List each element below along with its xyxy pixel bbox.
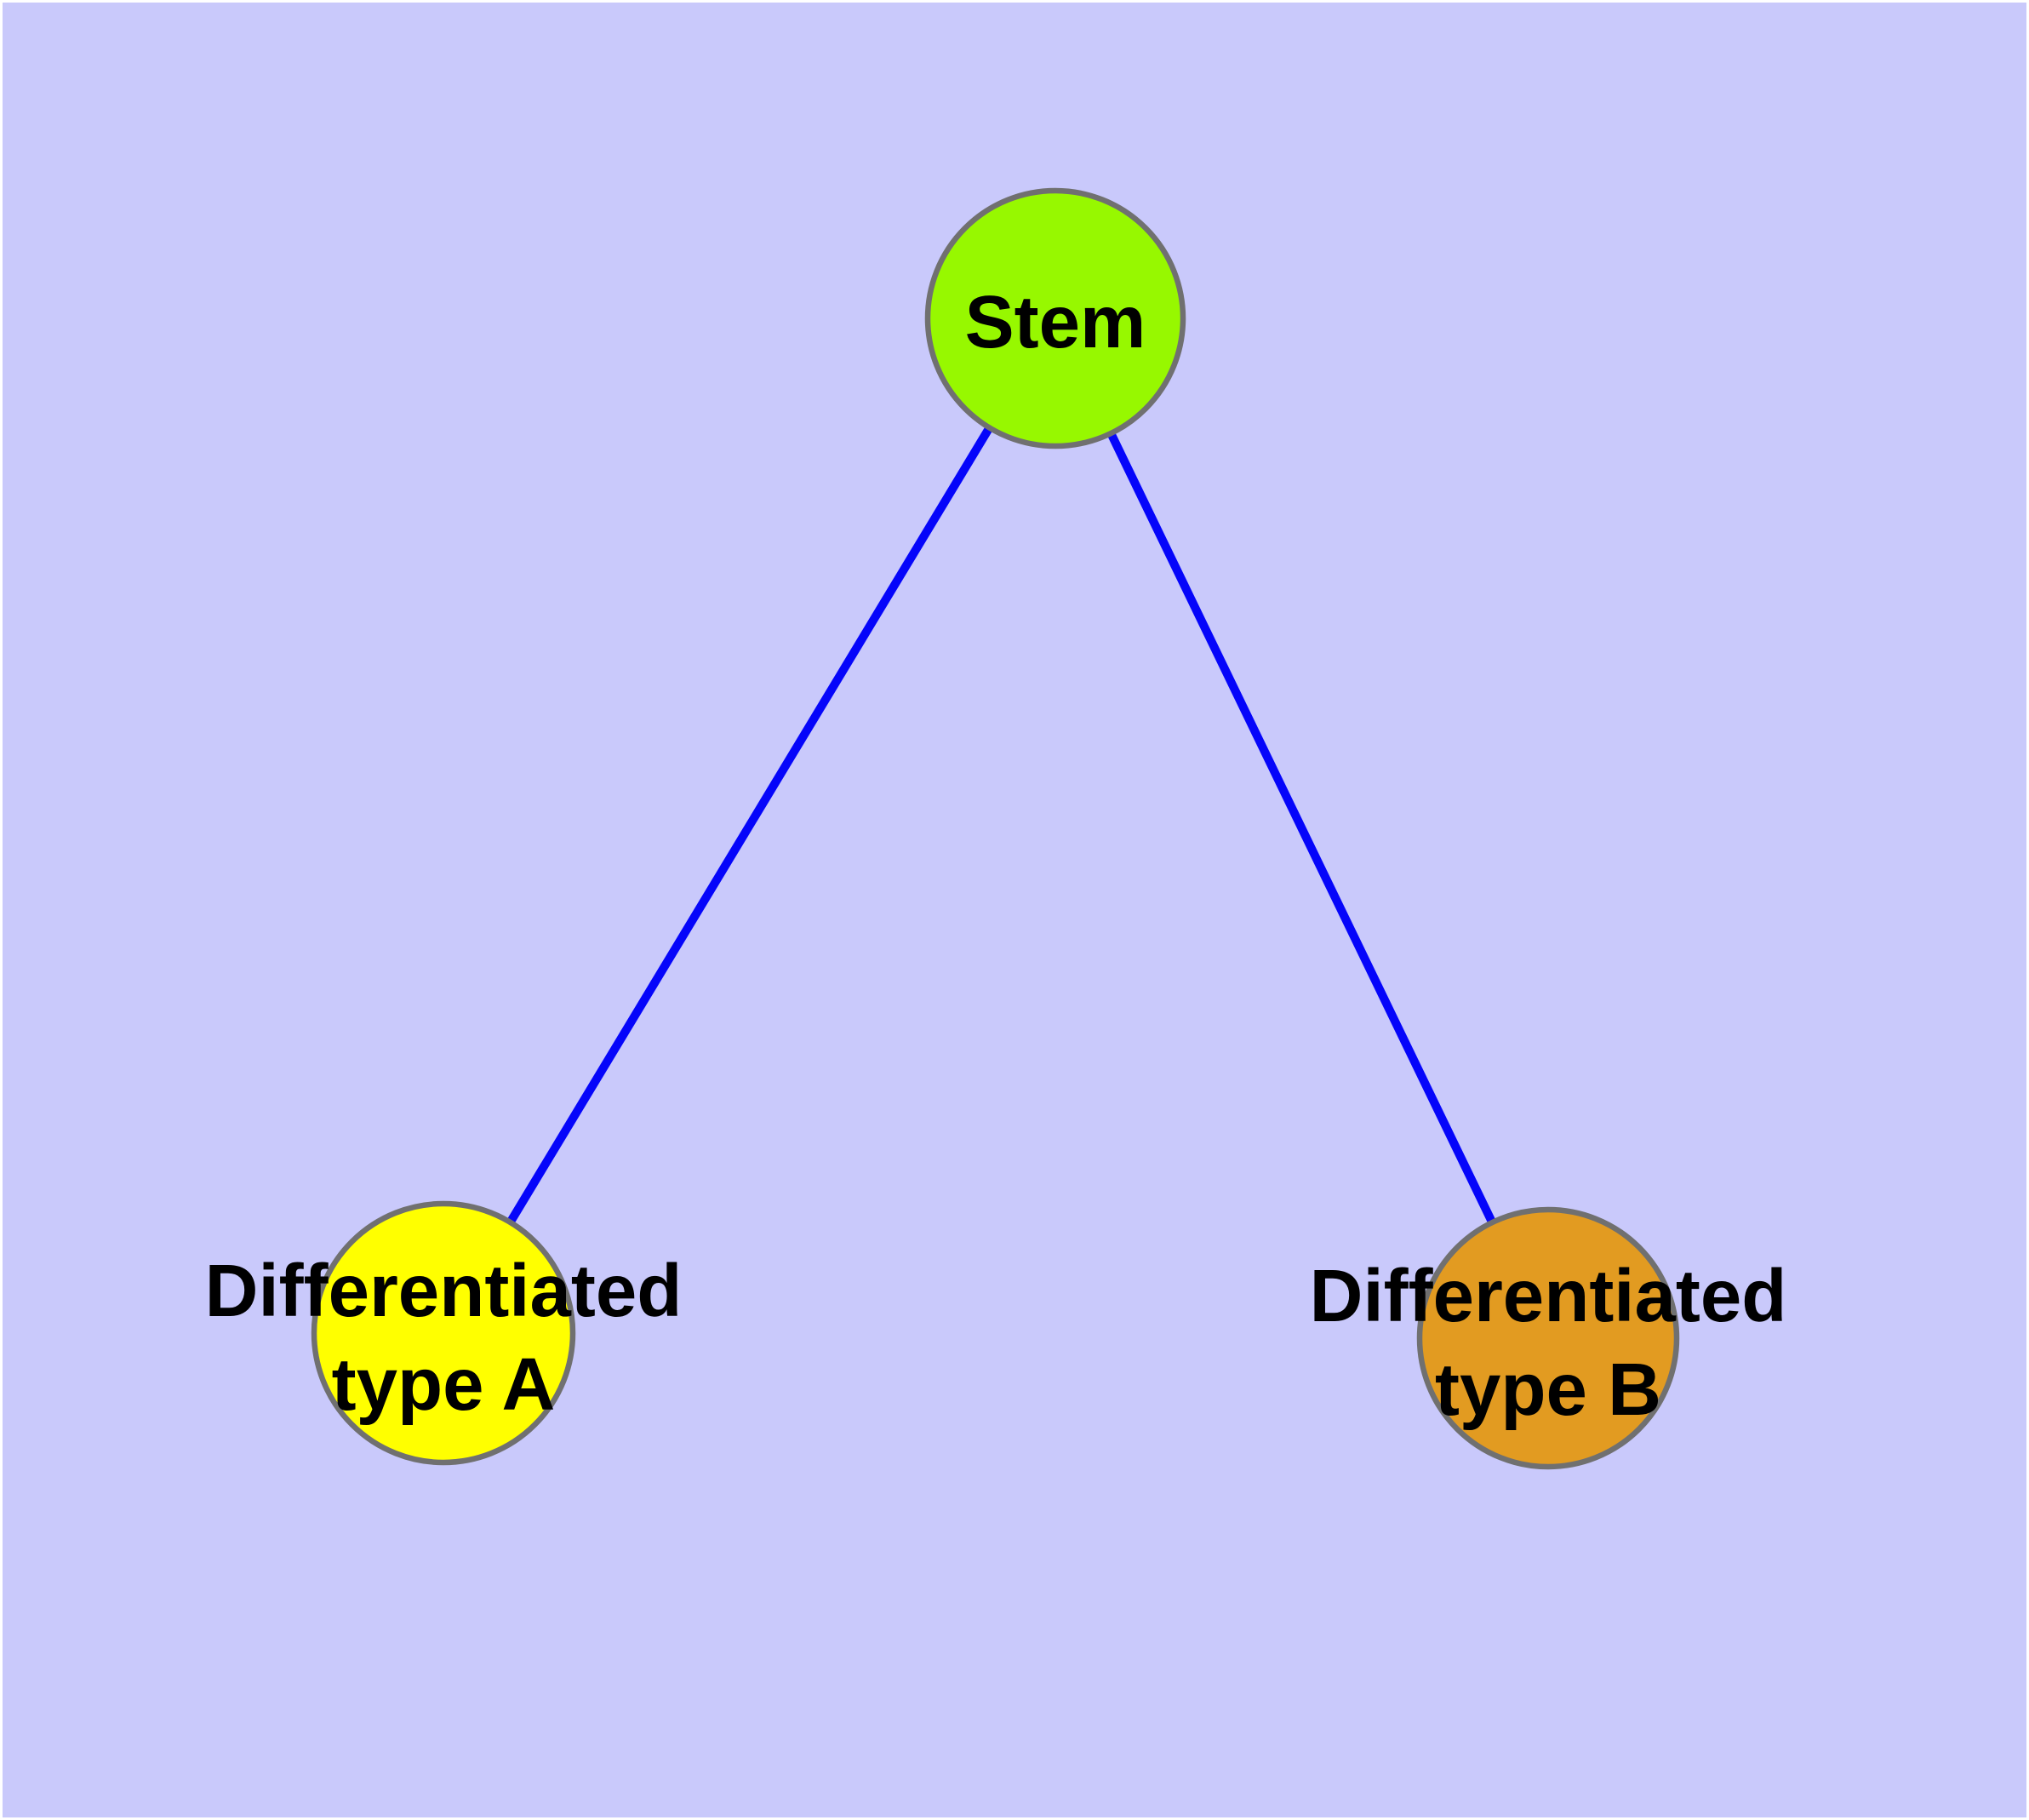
node-differentiated-type-a: Differentiated type A [205, 1200, 683, 1466]
node-stem: Stem [924, 187, 1186, 449]
node-type-a-label-line1: Differentiated [205, 1250, 683, 1332]
node-type-a-label-line2: type A [332, 1343, 556, 1426]
node-type-b-label-line1: Differentiated [1310, 1255, 1787, 1337]
node-stem-label: Stem [965, 281, 1146, 363]
edge-stem-to-type-a [439, 316, 1060, 1336]
node-type-b-label: Differentiated type B [1310, 1255, 1787, 1431]
edge-group [439, 316, 1552, 1341]
edge-stem-to-type-b [1051, 316, 1552, 1341]
node-type-a-circle [311, 1200, 576, 1466]
node-type-a-label: Differentiated type A [205, 1250, 683, 1426]
node-type-b-label-line2: type B [1435, 1348, 1661, 1431]
node-type-b-circle [1416, 1206, 1680, 1470]
node-differentiated-type-b: Differentiated type B [1310, 1206, 1787, 1470]
node-stem-circle [924, 187, 1186, 449]
